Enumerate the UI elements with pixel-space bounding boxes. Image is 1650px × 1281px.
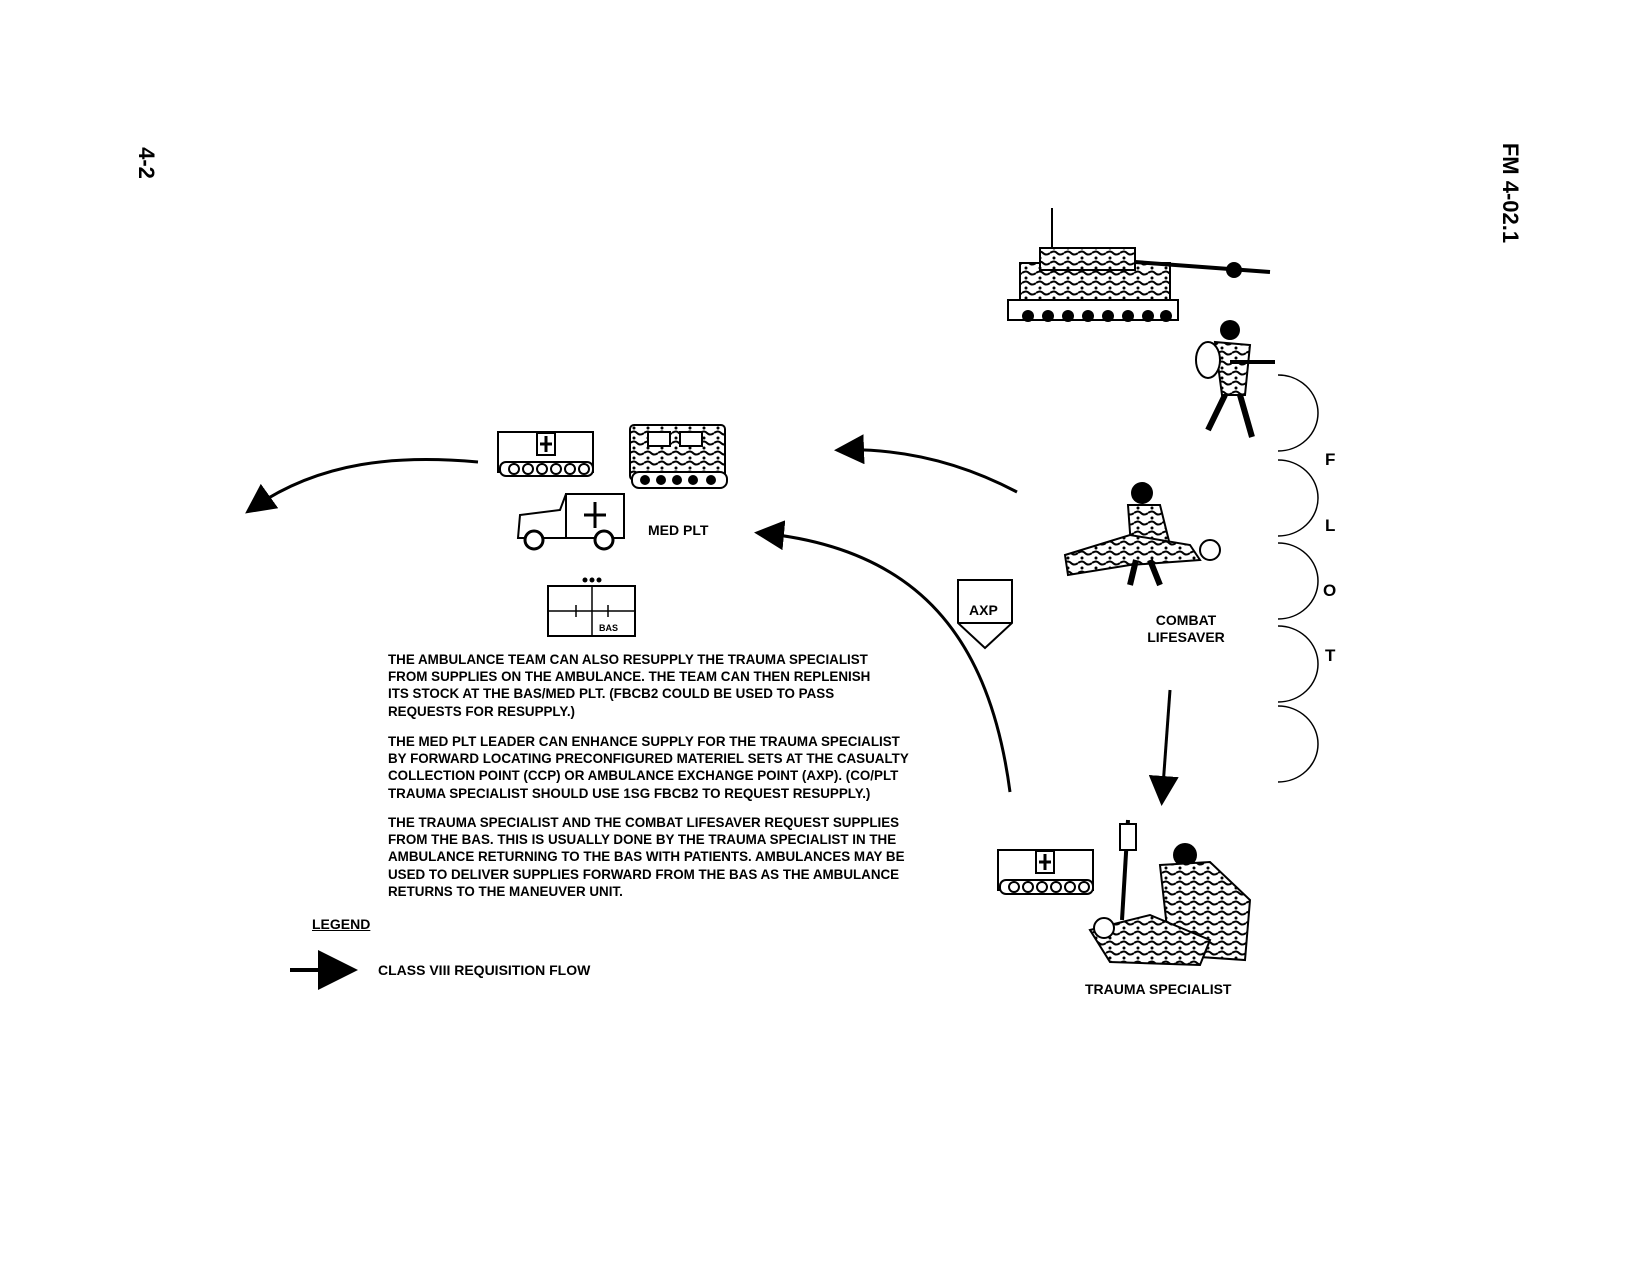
paragraph-line: COLLECTION POINT (CCP) OR AMBULANCE EXCH…	[388, 768, 899, 784]
flot-letter-o: O	[1323, 581, 1337, 600]
paragraph-line: TRAUMA SPECIALIST SHOULD USE 1SG FBCB2 T…	[388, 785, 871, 801]
hmmwv-ambulance-icon	[516, 493, 625, 551]
combat-lifesaver-label-line1: COMBAT	[1155, 612, 1217, 628]
paragraph-line: THE MED PLT LEADER CAN ENHANCE SUPPLY FO…	[388, 734, 900, 749]
axp-label: AXP	[969, 602, 998, 618]
tracked-carrier-icon	[629, 424, 728, 489]
legend-title: LEGEND	[312, 916, 371, 932]
trauma-specialist-icon	[1088, 819, 1252, 967]
axp-symbol	[957, 579, 1013, 650]
paragraph-line: FROM THE BAS. THIS IS USUALLY DONE BY TH…	[388, 832, 897, 848]
flot-bracket	[1277, 374, 1319, 783]
med-plt-label: MED PLT	[648, 522, 709, 538]
bas-unit-symbol	[547, 577, 636, 637]
paragraph-trauma-specialist: THE TRAUMA SPECIALIST AND THE COMBAT LIF…	[388, 814, 978, 900]
trauma-specialist-label: TRAUMA SPECIALIST	[1085, 981, 1232, 997]
tank-icon	[1007, 208, 1271, 322]
flow-arrow-cls-to-ts	[1148, 689, 1179, 806]
flot-letter-l: L	[1325, 516, 1336, 535]
flow-arrow-cls-to-medplt	[834, 434, 1018, 494]
paragraph-line: ITS STOCK AT THE BAS/MED PLT. (FBCB2 COU…	[388, 686, 835, 702]
combat-lifesaver-label-line2: LIFESAVER	[1147, 629, 1225, 645]
paragraph-line: THE TRAUMA SPECIALIST AND THE COMBAT LIF…	[388, 815, 900, 830]
flot-letter-t: T	[1325, 646, 1336, 665]
legend-item-label: CLASS VIII REQUISITION FLOW	[378, 962, 591, 978]
flow-arrow-medplt-to-rear	[245, 458, 479, 514]
paragraph-line: BY FORWARD LOCATING PRECONFIGURED MATERI…	[388, 751, 909, 767]
paragraph-ambulance-team: THE AMBULANCE TEAM CAN ALSO RESUPPLY THE…	[388, 651, 978, 720]
paragraph-line: FROM SUPPLIES ON THE AMBULANCE. THE TEAM…	[388, 669, 871, 685]
tracked-ambulance-icon-forward	[997, 849, 1094, 895]
flot-letter-f: F	[1325, 450, 1336, 469]
combat-lifesaver-icon	[1063, 482, 1221, 587]
bas-label: BAS	[599, 623, 619, 633]
paragraph-line: THE AMBULANCE TEAM CAN ALSO RESUPPLY THE…	[388, 652, 868, 667]
tracked-ambulance-icon	[497, 431, 594, 477]
paragraph-med-plt-leader: THE MED PLT LEADER CAN ENHANCE SUPPLY FO…	[388, 733, 978, 802]
flow-arrow-ts-to-medplt	[754, 520, 1012, 793]
paragraph-line: RETURNS TO THE MANEUVER UNIT.	[388, 883, 623, 899]
soldier-rifle-icon	[1195, 320, 1275, 438]
paragraph-line: AMBULANCE RETURNING TO THE BAS WITH PATI…	[388, 849, 905, 865]
paragraph-line: USED TO DELIVER SUPPLIES FORWARD FROM TH…	[388, 866, 900, 882]
paragraph-line: REQUESTS FOR RESUPPLY.)	[388, 703, 576, 719]
